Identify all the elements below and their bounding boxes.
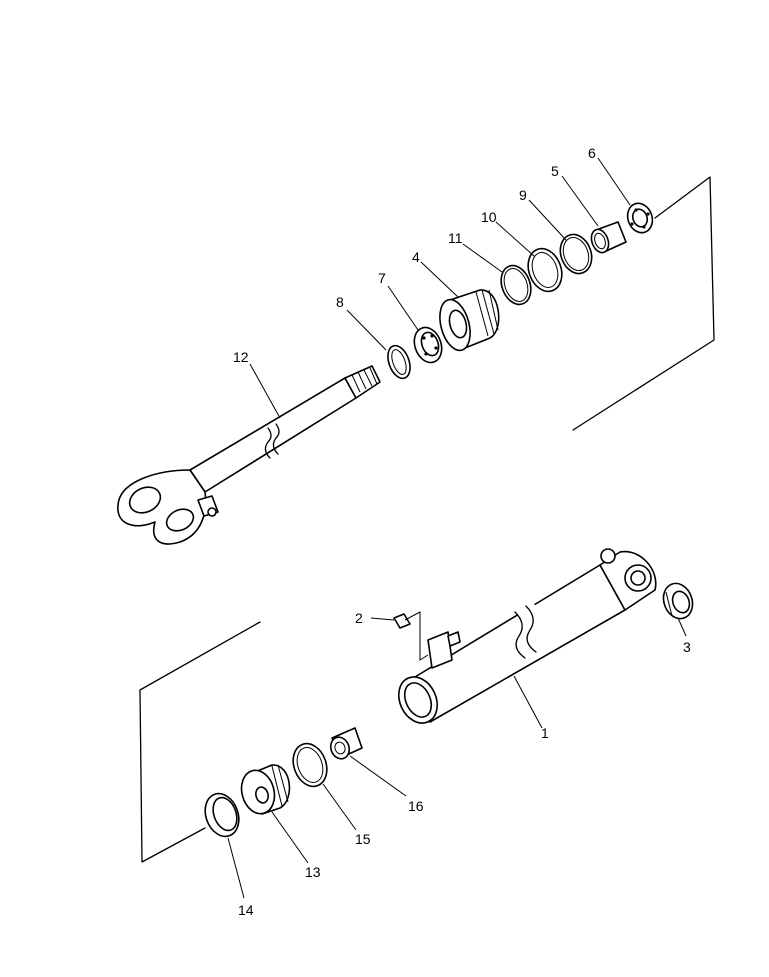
ring-14 — [204, 792, 240, 838]
plug-2 — [393, 611, 429, 661]
piston-4 — [439, 289, 500, 352]
callout-11: 11 — [448, 230, 463, 246]
bushing-5 — [590, 221, 627, 254]
snap-ring-8 — [387, 344, 411, 380]
callout-labels: 1 2 3 4 5 6 7 8 9 10 11 12 13 14 15 16 — [233, 145, 691, 918]
callout-2: 2 — [355, 610, 363, 626]
callout-6: 6 — [588, 145, 596, 161]
callout-8: 8 — [336, 294, 344, 310]
ring-7 — [413, 326, 443, 364]
ring-9 — [559, 233, 593, 275]
callout-3: 3 — [683, 639, 691, 655]
upper-bracket-line — [572, 176, 715, 431]
callout-5: 5 — [551, 163, 559, 179]
piston-rod — [117, 365, 381, 545]
callout-15: 15 — [355, 831, 371, 847]
cylinder-tube — [397, 548, 657, 724]
callout-4: 4 — [412, 249, 420, 265]
lower-bracket-line — [139, 621, 261, 863]
ring-10 — [527, 247, 563, 293]
callout-1: 1 — [541, 725, 549, 741]
callout-16: 16 — [408, 798, 424, 814]
callout-12: 12 — [233, 349, 249, 365]
callout-14: 14 — [238, 902, 254, 918]
callout-7: 7 — [378, 270, 386, 286]
callout-13: 13 — [305, 864, 321, 880]
gland-13 — [240, 764, 291, 815]
o-ring-11 — [500, 264, 532, 306]
ring-15 — [292, 742, 328, 788]
leader-lines — [227, 157, 687, 899]
nut-6 — [626, 202, 654, 234]
callout-10: 10 — [481, 209, 497, 225]
callout-9: 9 — [519, 187, 527, 203]
bushing-3 — [662, 582, 694, 620]
nut-16 — [329, 727, 363, 760]
